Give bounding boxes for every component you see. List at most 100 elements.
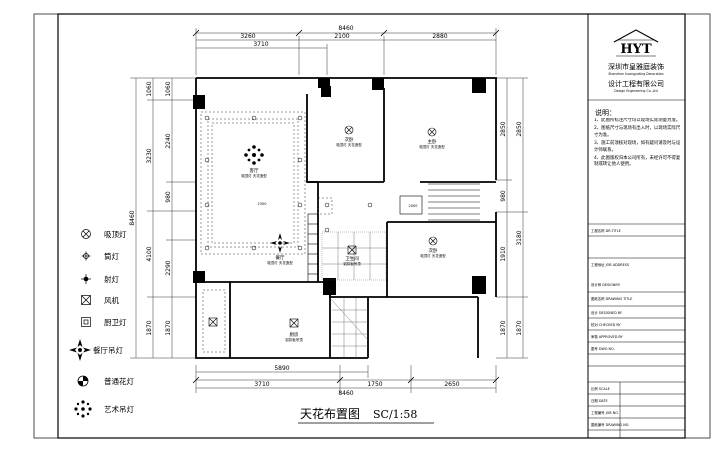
legend-label-6: 餐厅吊灯 (93, 345, 123, 355)
legend-label-5: 厨卫灯 (104, 317, 127, 327)
note-3: 3、施工前须核对现场，如有疑问请及时与设计师联系。 (594, 141, 681, 153)
room-ceiling-lights (208, 125, 438, 328)
field-2: 工程地址 JOB ADDRESS (591, 262, 629, 267)
dim-right-inner-3: 1910 (500, 246, 507, 261)
dining-pendant-icon (69, 339, 91, 361)
dim-top-seg-1: 3260 (240, 33, 255, 40)
legend-label-4: 风机 (104, 295, 119, 305)
dim-left-total: 8460 (129, 210, 136, 225)
room-bed3-name: 次卧 (429, 247, 438, 254)
company-name-cn-2: 设计工程有限公司 (608, 79, 664, 88)
downlights (204, 115, 373, 251)
corridor-hatch (399, 183, 480, 221)
field-10: 日期 DATE (591, 398, 608, 403)
note-4: 4、此图版权归本公司所有，未经许可不得复制或转让他人使用。 (594, 156, 681, 168)
dim-left-outer-2: 3230 (146, 148, 153, 163)
field-12: 图纸编号 DRAWING NO. (591, 422, 629, 427)
dim-top-seg-2: 2100 (334, 33, 349, 40)
dim-bottom-total: 8460 (338, 390, 353, 397)
field-9: 比例 SCALE (591, 386, 610, 391)
legend-label-2: 筒灯 (104, 251, 119, 261)
company-name-cn-1: 深圳市皇雅庭装饰 (608, 62, 664, 71)
room-living-name: 客厅 (250, 167, 259, 174)
downlight-icon (81, 251, 91, 261)
dim-left-inner-5: 1870 (165, 320, 172, 335)
walls (195, 77, 497, 359)
legend-label-1: 吸顶灯 (104, 229, 127, 239)
room-living-note: 吸顶灯 天花造型 (241, 173, 267, 178)
dim-right-inner-4: 1870 (500, 320, 507, 335)
room-bed2-name: 次卧 (345, 136, 354, 143)
room-kitchen-note: 铝扣板吊顶 (285, 337, 303, 342)
room-dining-name: 餐厅 (276, 254, 285, 261)
company-name-en-1: Shenzhen huangyating Decoration (608, 72, 663, 76)
field-5: 设计 DESIGNED BY (591, 310, 623, 315)
drawing-title: 天花布置图 (300, 406, 360, 421)
structural-columns (193, 78, 486, 295)
dim-right-outer-1: 2850 (516, 121, 523, 136)
room-master-name: 主卧 (428, 138, 437, 145)
dim-left-inner-2: 2240 (165, 133, 172, 148)
dim-top-seg-3: 2880 (432, 33, 447, 40)
dim-left-inner-3: 980 (165, 191, 172, 203)
notes-heading: 说明： (595, 108, 616, 117)
field-7: 审核 APPROVED BY (591, 334, 624, 339)
drawing-scale: SC/1:58 (373, 408, 417, 421)
note-2: 2、图纸尺寸与现场有出入时，以现场实际尺寸为准。 (594, 126, 681, 138)
room-bath-note: 铝扣板吊顶 (343, 261, 361, 266)
dim-right-outer-3: 1870 (516, 320, 523, 335)
legend: 吸顶灯 筒灯 射灯 风机 厨卫灯 餐厅吊灯 普通花灯 (69, 229, 134, 418)
room-bath-name: 卫生间 (345, 255, 359, 262)
title-block-fields: 工程名称 DR.TITLE 工程地址 JOB ADDRESS 设计师 DESIG… (591, 228, 632, 427)
company-name-en-2: Design Engineering Co.,Ltd (614, 89, 657, 93)
room-dining-note: 吸顶灯 天花造型 (267, 260, 293, 265)
dim-left-outer-3: 4100 (146, 246, 153, 261)
title-block: HYT 深圳市皇雅庭装饰 Shenzhen huangyating Decora… (588, 29, 685, 438)
bath-light-icon (81, 317, 91, 327)
dim-left-outer-1: 1060 (146, 81, 153, 96)
dining-pendant (270, 233, 290, 253)
dim-bottom-sub: 5890 (274, 365, 289, 372)
living-art-pendant (244, 145, 264, 165)
dimension-lines (130, 28, 528, 393)
room-bed3-note: 吸顶灯 天花造型 (420, 253, 446, 258)
field-3: 设计师 DESIGNER (591, 282, 620, 287)
dimension-ticks (192, 29, 500, 384)
ceiling-light-icon (81, 229, 91, 239)
balcony-dashed (202, 197, 333, 353)
legend-label-8: 艺术吊灯 (104, 404, 134, 414)
kitchen-ceiling-grid (329, 297, 369, 358)
title-block-rows (588, 223, 685, 438)
field-1: 工程名称 DR.TITLE (591, 228, 621, 233)
dim-right-inner-1: 2850 (500, 121, 507, 136)
dim-bottom-seg-1: 3710 (254, 381, 269, 388)
room-master-note: 吸顶灯 天花造型 (419, 144, 445, 149)
corridor-left-grid (307, 213, 319, 283)
note-1: 1、此图所标注尺寸均以现场实际测量为准。 (594, 118, 681, 123)
field-4: 图纸名称 DRAWING TITLE (591, 296, 632, 301)
dim-right-inner-2: 980 (500, 190, 507, 202)
legend-label-3: 射灯 (104, 274, 119, 284)
dim-left-inner-1: 1060 (165, 81, 172, 96)
dim-left-outer-4: 1870 (146, 320, 153, 335)
field-8: 图号 DWG NO. (591, 346, 615, 351)
dim-top-sub: 3710 (253, 41, 268, 48)
fan-icon (81, 295, 91, 305)
living-ceiling-outline (200, 111, 306, 255)
spotlight-icon (81, 274, 91, 284)
field-11: 工程编号 JOB NO. (591, 410, 619, 415)
dim-right-outer-2: 3180 (516, 230, 523, 245)
ceiling-height-2: 2500 (409, 204, 418, 208)
ceiling-height-1: 2300 (258, 202, 267, 206)
legend-label-7: 普通花灯 (104, 376, 134, 386)
dim-top-total: 8460 (338, 25, 353, 32)
room-kitchen-name: 厨房 (290, 331, 299, 338)
logo-text: HYT (620, 42, 652, 57)
notes-list: 1、此图所标注尺寸均以现场实际测量为准。 2、图纸尺寸与现场有出入时，以现场实际… (594, 118, 681, 168)
field-6: 校对 CHECKED BY (591, 322, 621, 327)
dim-left-inner-4: 2290 (165, 260, 172, 275)
dim-bottom-seg-2: 1750 (367, 381, 382, 388)
room-bed2-note: 吸顶灯 天花造型 (336, 142, 362, 147)
